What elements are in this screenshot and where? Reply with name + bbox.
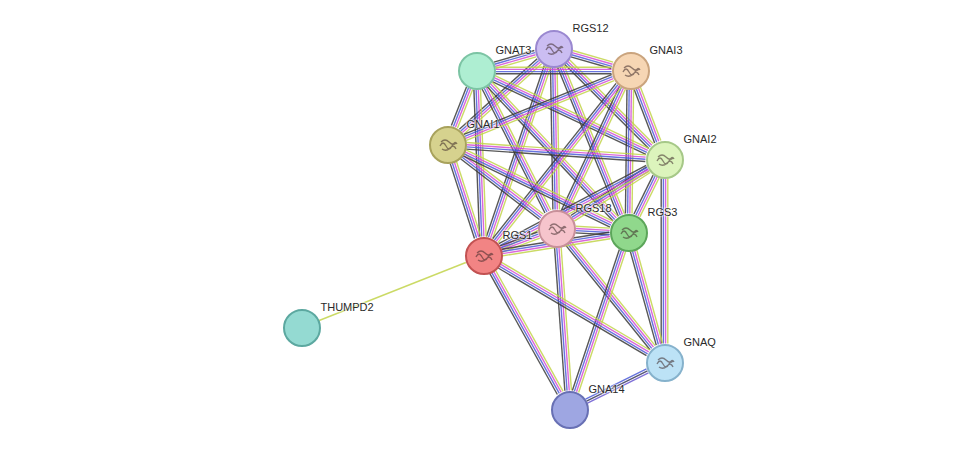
interaction-edge: [571, 51, 613, 69]
interaction-edge: [634, 87, 661, 143]
node-label: GNAI1: [467, 118, 500, 130]
protein-node: GNA14: [551, 391, 589, 429]
interaction-edge: [661, 179, 668, 344]
interaction-edge: [466, 143, 646, 162]
structure-glyph: [648, 143, 682, 177]
interaction-edge: [551, 67, 560, 209]
protein-node: THUMPD2: [283, 309, 321, 347]
structure-glyph: [431, 128, 465, 162]
interaction-edge: [630, 250, 662, 345]
protein-node: RGS3: [610, 214, 648, 252]
interaction-edge: [496, 67, 612, 74]
interaction-edge: [555, 247, 572, 391]
protein-node: RGS1: [465, 237, 503, 275]
protein-node: GNAQ: [646, 344, 684, 382]
interaction-edge: [319, 262, 466, 320]
interaction-edge: [572, 249, 625, 392]
interaction-edge: [463, 150, 613, 227]
protein-node: RGS12: [535, 30, 573, 68]
interaction-edge: [586, 369, 649, 403]
structure-glyph: [612, 216, 646, 250]
interaction-edge: [625, 89, 633, 213]
protein-node: GNAI1: [429, 126, 467, 164]
node-label: GNAI2: [684, 133, 717, 145]
node-label: GNAT3: [496, 44, 532, 56]
node-label: RGS18: [576, 202, 612, 214]
protein-node: GNAI2: [646, 141, 684, 179]
interaction-edge: [450, 162, 481, 239]
node-label: GNA14: [589, 383, 625, 395]
structure-glyph: [467, 239, 501, 273]
interaction-edge: [490, 270, 563, 394]
node-label: THUMPD2: [321, 301, 374, 313]
protein-node: GNAI3: [612, 52, 650, 90]
structure-glyph: [540, 212, 574, 246]
structure-glyph: [537, 32, 571, 66]
structure-glyph: [648, 346, 682, 380]
node-label: GNAI3: [650, 44, 683, 56]
node-label: GNAQ: [684, 336, 716, 348]
node-label: RGS1: [503, 229, 533, 241]
node-label: RGS12: [573, 22, 609, 34]
structure-glyph: [614, 54, 648, 88]
node-label: RGS3: [648, 206, 678, 218]
protein-node: GNAT3: [458, 52, 496, 90]
interaction-edge: [498, 262, 650, 355]
protein-node: RGS18: [538, 210, 576, 248]
